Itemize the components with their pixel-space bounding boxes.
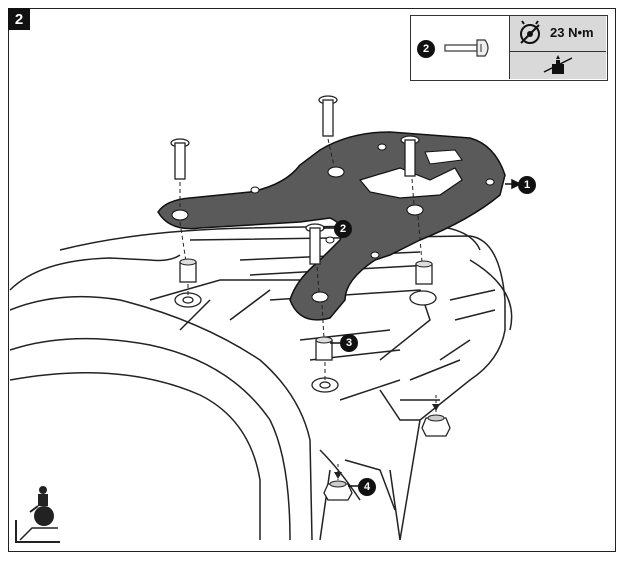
torque-wrench-icon	[520, 20, 540, 44]
plate-hole-small	[377, 143, 387, 151]
frame-mount-hole-inner	[182, 296, 194, 304]
bolt-icon	[444, 39, 489, 57]
nut	[323, 464, 353, 501]
spec-part-cell: 2	[411, 16, 509, 79]
callout-4: 4	[358, 478, 376, 496]
spec-part-callout: 2	[417, 40, 435, 58]
frame-mount-hole	[409, 290, 437, 306]
spec-threadlock-cell	[509, 52, 606, 79]
motorcycle-tail-frame	[9, 224, 513, 541]
bolts	[170, 95, 420, 293]
spec-torque-cell: 23 N•m	[509, 16, 606, 52]
plate-hole	[311, 291, 329, 303]
bolt	[400, 135, 420, 206]
torque-value: 23 N•m	[550, 25, 594, 40]
spacer	[179, 221, 197, 296]
plate-hole-small	[250, 186, 260, 194]
motorcycle-rear-icon	[15, 486, 60, 543]
step-number-badge: 2	[8, 8, 30, 30]
callout-1: 1	[518, 176, 536, 194]
plate-hole-small	[370, 251, 380, 259]
plate-hole-small	[485, 178, 495, 186]
spacer	[315, 304, 333, 380]
seat-outline	[9, 372, 261, 540]
plate-hole	[327, 166, 345, 178]
frame-mount-hole-inner	[319, 381, 331, 389]
plate-hole-small	[325, 236, 335, 244]
spacers	[179, 215, 433, 380]
plate-hole	[171, 209, 189, 221]
plate-hole	[406, 204, 424, 216]
torque-spec-box: 2 23 N•m	[410, 15, 608, 81]
nut	[421, 395, 451, 437]
callout-3: 3	[340, 334, 358, 352]
spacer	[415, 215, 433, 285]
bolt	[318, 95, 338, 167]
diagram-frame	[8, 8, 616, 552]
plate-cutout-small	[424, 149, 463, 165]
threadlock-icon	[543, 55, 573, 74]
bolt	[170, 138, 190, 210]
callout-2: 2	[334, 220, 352, 238]
nuts	[323, 395, 451, 501]
